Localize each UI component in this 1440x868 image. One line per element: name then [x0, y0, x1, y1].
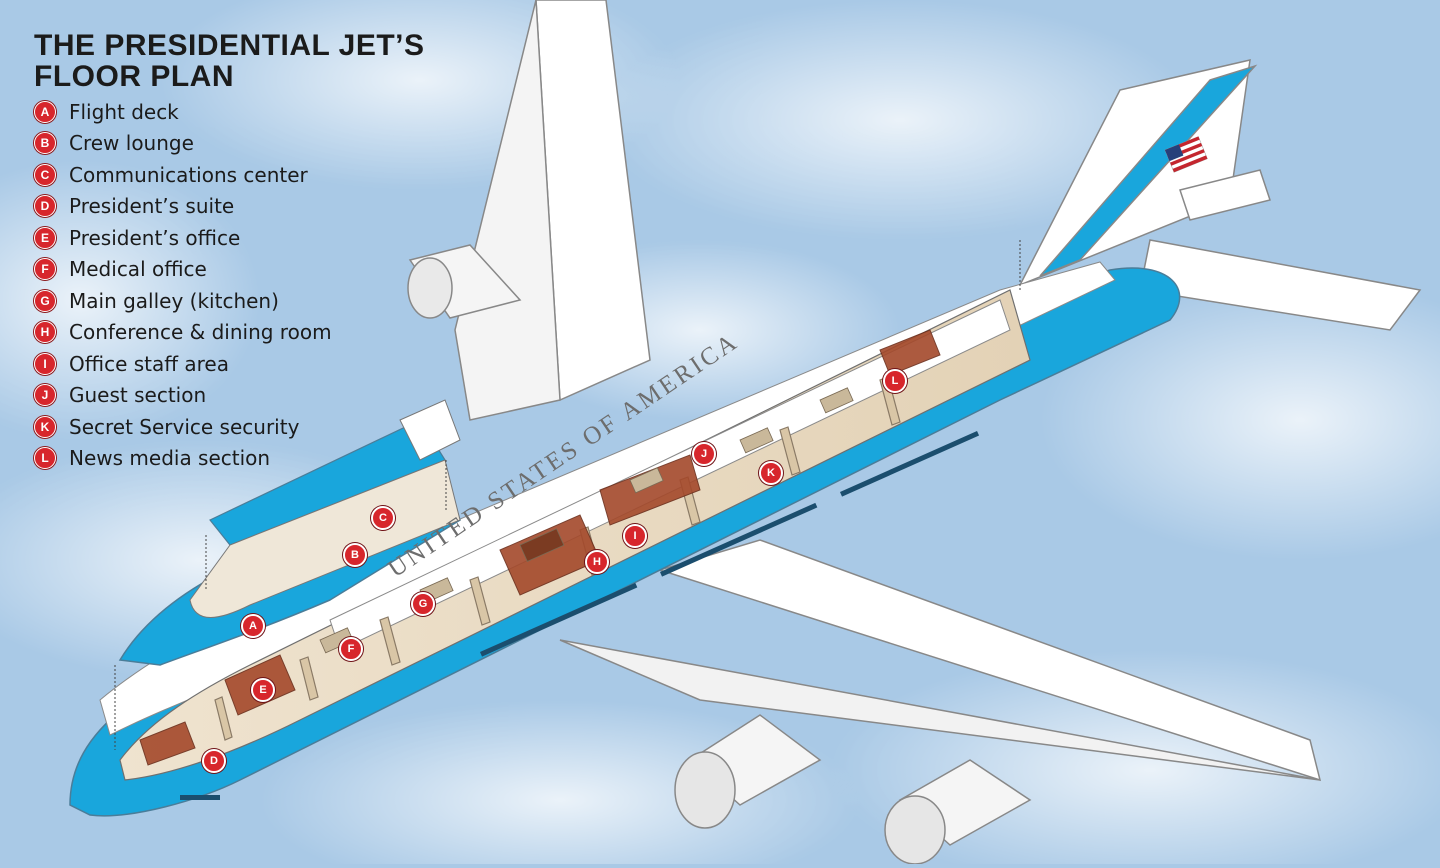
legend-badge: H	[34, 321, 56, 344]
legend-label: Crew lounge	[69, 131, 194, 156]
tail-section	[1018, 59, 1422, 331]
legend-badge: L	[34, 447, 56, 470]
legend-label: Conference & dining room	[69, 320, 332, 345]
legend-item-g: G Main galley (kitchen)	[34, 285, 332, 317]
legend-label: President’s suite	[69, 194, 235, 219]
us-flag-icon	[1164, 136, 1208, 173]
marker-e: E	[251, 678, 275, 702]
marker-a: A	[241, 614, 265, 638]
marker-f: F	[339, 637, 363, 661]
marker-j: J	[692, 442, 716, 466]
legend-badge: D	[34, 195, 56, 218]
legend-item-j: J Guest section	[34, 380, 332, 412]
legend-label: News media section	[69, 446, 271, 471]
legend-badge: C	[34, 163, 56, 186]
legend-label: Guest section	[69, 383, 207, 408]
right-wing	[559, 539, 1322, 865]
legend-item-h: H Conference & dining room	[34, 317, 332, 349]
legend-item-b: B Crew lounge	[34, 128, 332, 160]
leader-lines	[114, 240, 1021, 750]
legend-badge: J	[34, 384, 56, 407]
legend-badge: A	[34, 100, 56, 123]
page-title: THE PRESIDENTIAL JET’S FLOOR PLAN	[34, 29, 425, 93]
marker-k: K	[759, 461, 783, 485]
marker-b: B	[343, 543, 367, 567]
marker-l: L	[883, 369, 907, 393]
legend-item-i: I Office staff area	[34, 348, 332, 380]
legend-item-c: C Communications center	[34, 159, 332, 191]
legend-label: Medical office	[69, 257, 207, 282]
legend-label: Communications center	[69, 162, 308, 187]
marker-c: C	[371, 506, 395, 530]
legend-badge: G	[34, 289, 56, 312]
legend-label: Flight deck	[69, 99, 179, 124]
window-row	[180, 430, 980, 800]
marker-d: D	[202, 749, 226, 773]
legend-label: Secret Service security	[69, 414, 300, 439]
marker-h: H	[585, 550, 609, 574]
legend-label: President’s office	[69, 225, 241, 250]
legend-item-f: F Medical office	[34, 254, 332, 286]
left-wing	[407, 0, 651, 421]
marker-i: I	[623, 524, 647, 548]
legend-item-a: A Flight deck	[34, 96, 332, 128]
legend: A Flight deck B Crew lounge C Communication…	[34, 96, 332, 474]
legend-label: Office staff area	[69, 351, 229, 376]
legend-badge: B	[34, 132, 56, 155]
legend-item-d: D President’s suite	[34, 191, 332, 223]
legend-badge: E	[34, 226, 56, 249]
legend-item-e: E President’s office	[34, 222, 332, 254]
legend-label: Main galley (kitchen)	[69, 288, 279, 313]
legend-badge: I	[34, 352, 56, 375]
legend-item-l: L News media section	[34, 443, 332, 475]
marker-g: G	[411, 592, 435, 616]
legend-item-k: K Secret Service security	[34, 411, 332, 443]
legend-badge: F	[34, 258, 56, 281]
legend-badge: K	[34, 415, 56, 438]
